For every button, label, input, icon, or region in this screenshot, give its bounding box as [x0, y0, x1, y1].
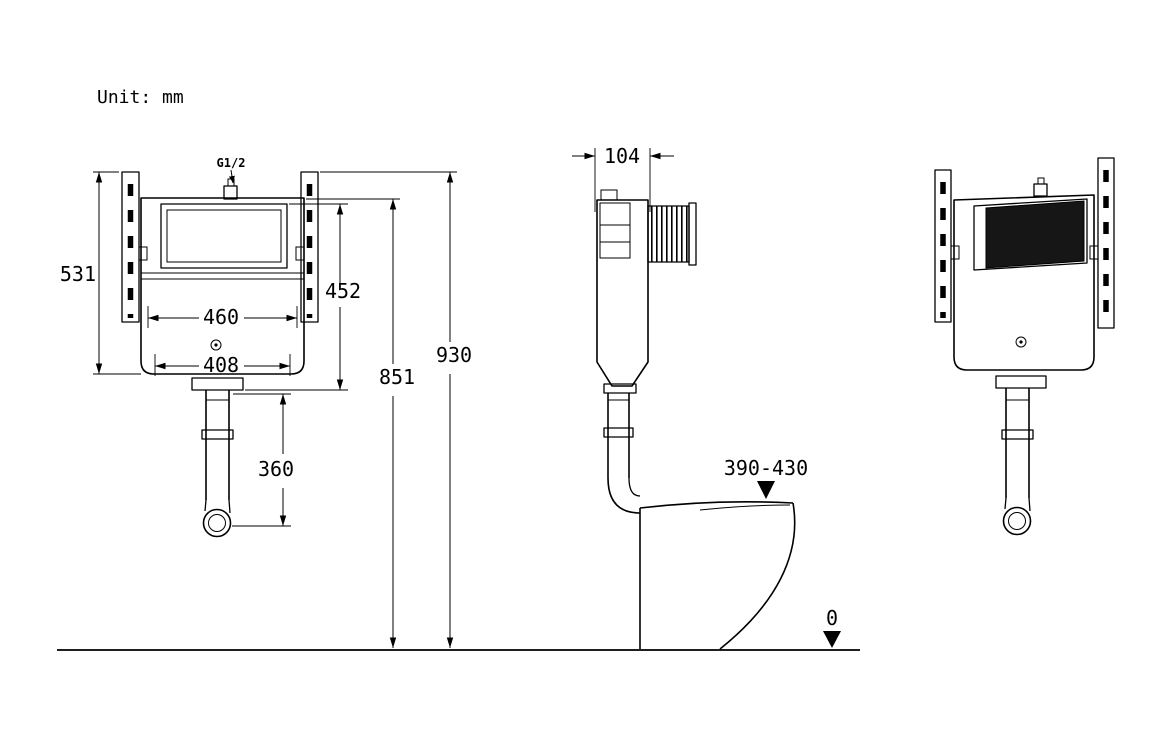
outlet-flange [191, 377, 244, 391]
pipe-coupling [201, 429, 234, 440]
elbow-side [1028, 497, 1031, 512]
outlet-elbow-bore [208, 514, 226, 532]
tank-screw [210, 339, 222, 351]
access-panel-frame [160, 203, 288, 269]
front-view: G1/2 531 460 408 [60, 156, 472, 648]
dim-851: 851 [306, 198, 415, 648]
hose-end-cap [688, 202, 697, 266]
outlet-flange [603, 383, 637, 394]
tank-body [953, 194, 1095, 371]
tank-side-profile [596, 199, 649, 387]
dim-531: 531 [60, 171, 141, 375]
bracket-rail [1097, 157, 1115, 329]
unit-note: Unit: mm [97, 87, 184, 108]
floor-datum: 0 [823, 606, 841, 648]
access-panel-opening [166, 209, 282, 263]
mounting-bracket-left [934, 169, 952, 323]
dim-460: 460 [147, 305, 298, 329]
dim-452-label: 452 [325, 279, 361, 303]
tank-screw [1015, 336, 1027, 348]
hose-outline [647, 205, 690, 263]
fill-valve-body [599, 202, 631, 259]
bracket-clamp-left [138, 246, 148, 261]
tank-screw-center [1019, 340, 1023, 344]
inlet-fitting [1033, 183, 1048, 197]
dim-390-430-label: 390-430 [724, 456, 808, 480]
dim-360: 360 [232, 393, 294, 527]
dim-408-label: 408 [203, 353, 239, 377]
datum-triangle-floor [823, 631, 841, 648]
outlet-flange [995, 375, 1047, 389]
dim-104-label: 104 [604, 144, 640, 168]
pan-rim-top [639, 500, 794, 509]
inlet-fitting-cap [1037, 177, 1045, 185]
outlet-elbow [202, 508, 232, 538]
pipe-coupling [1001, 429, 1034, 440]
outlet-elbow-inner [628, 477, 641, 497]
elbow-side [228, 499, 231, 514]
outlet-elbow [607, 477, 641, 514]
pan-front-curve [719, 502, 796, 650]
corrugated-hose [647, 202, 697, 266]
dim-930: 930 [320, 171, 472, 648]
dim-408: 408 [154, 353, 291, 377]
outlet-elbow [1002, 506, 1032, 536]
inlet-arrow-icon [228, 169, 235, 184]
flush-plate-dark [985, 200, 1085, 269]
inlet-thread-label: G1/2 [217, 156, 246, 170]
datum-triangle-pan-height [757, 481, 775, 499]
tank-screw-center [214, 343, 218, 347]
elbow-side [1004, 497, 1007, 510]
pan-rim-inner [699, 504, 791, 511]
dim-360-label: 360 [258, 457, 294, 481]
mounting-bracket-left [121, 171, 140, 323]
pan-height-datum: 390-430 [724, 456, 808, 499]
dim-452: 452 [245, 203, 361, 391]
elbow-side [204, 499, 207, 512]
tank-body [140, 197, 305, 375]
inlet-fitting [223, 185, 238, 200]
access-panel-frame [973, 198, 1088, 271]
outlet-elbow-bore [1008, 512, 1026, 530]
toilet-pan-profile [639, 500, 796, 650]
bracket-clamp-right [295, 246, 305, 261]
pipe-coupling [603, 427, 634, 438]
dim-104: 104 [572, 144, 674, 212]
bracket-clamp-left [950, 245, 960, 260]
mounting-bracket-right [1097, 157, 1115, 329]
dim-0-label: 0 [826, 606, 838, 630]
dim-851-label: 851 [379, 365, 415, 389]
rear-view [934, 157, 1115, 536]
side-view: 104 390-430 [57, 144, 860, 651]
dim-531-label: 531 [60, 262, 96, 286]
fill-valve-top [600, 189, 618, 201]
dim-930-label: 930 [436, 343, 472, 367]
dim-460-label: 460 [203, 305, 239, 329]
